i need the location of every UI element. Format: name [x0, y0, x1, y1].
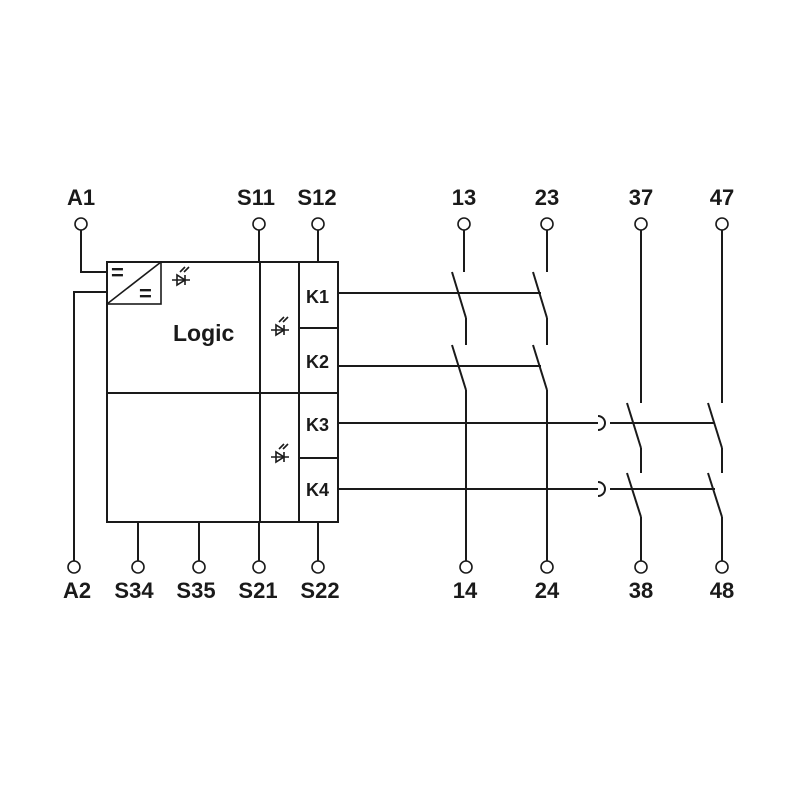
logic-label: Logic: [173, 320, 235, 346]
relay-label-k4: K4: [306, 480, 329, 500]
supply-wiring: [73, 230, 107, 561]
terminal-label-a1: A1: [67, 185, 95, 210]
terminal-label-s35: S35: [176, 578, 215, 603]
terminal-label-23: 23: [535, 185, 559, 210]
terminal-38: [634, 560, 648, 574]
relay-label-k2: K2: [306, 352, 329, 372]
terminal-label-47: 47: [710, 185, 734, 210]
crossover-arc-k4: [597, 481, 606, 497]
converter-symbol: = =: [106, 260, 162, 306]
terminal-s35: [192, 560, 206, 574]
terminal-a1: [74, 217, 88, 231]
terminal-label-s34: S34: [114, 578, 154, 603]
crossover-arc-k3: [597, 415, 606, 431]
terminal-48: [715, 560, 729, 574]
terminal-14: [459, 560, 473, 574]
terminal-37: [634, 217, 648, 231]
terminal-label-s12: S12: [297, 185, 336, 210]
terminal-47: [715, 217, 729, 231]
terminal-s21: [252, 560, 266, 574]
relay-label-k1: K1: [306, 287, 329, 307]
led-icon: [271, 443, 289, 464]
terminal-s34: [131, 560, 145, 574]
terminal-s22: [311, 560, 325, 574]
converter-symbol-in: =: [111, 260, 124, 285]
module-body: [106, 261, 339, 523]
terminal-label-s11: S11: [237, 185, 275, 210]
terminal-label-24: 24: [535, 578, 560, 603]
terminal-label-a2: A2: [63, 578, 91, 603]
terminal-label-48: 48: [710, 578, 734, 603]
terminal-23: [540, 217, 554, 231]
contact-13-14: [451, 230, 467, 561]
terminal-label-38: 38: [629, 578, 653, 603]
contact-47-48: [707, 230, 723, 561]
terminal-label-37: 37: [629, 185, 653, 210]
terminal-13: [457, 217, 471, 231]
relay-label-k3: K3: [306, 415, 329, 435]
terminal-label-s22: S22: [300, 578, 339, 603]
terminal-s11: [252, 217, 266, 231]
terminal-label-13: 13: [452, 185, 476, 210]
contact-37-38: [626, 230, 642, 561]
terminal-label-14: 14: [453, 578, 478, 603]
converter-symbol-out: =: [139, 281, 152, 306]
contact-23-24: [532, 230, 548, 561]
terminal-label-s21: S21: [238, 578, 277, 603]
terminal-24: [540, 560, 554, 574]
terminal-s12: [311, 217, 325, 231]
led-icon: [271, 316, 289, 337]
terminal-a2: [67, 560, 81, 574]
led-icon: [172, 266, 190, 287]
